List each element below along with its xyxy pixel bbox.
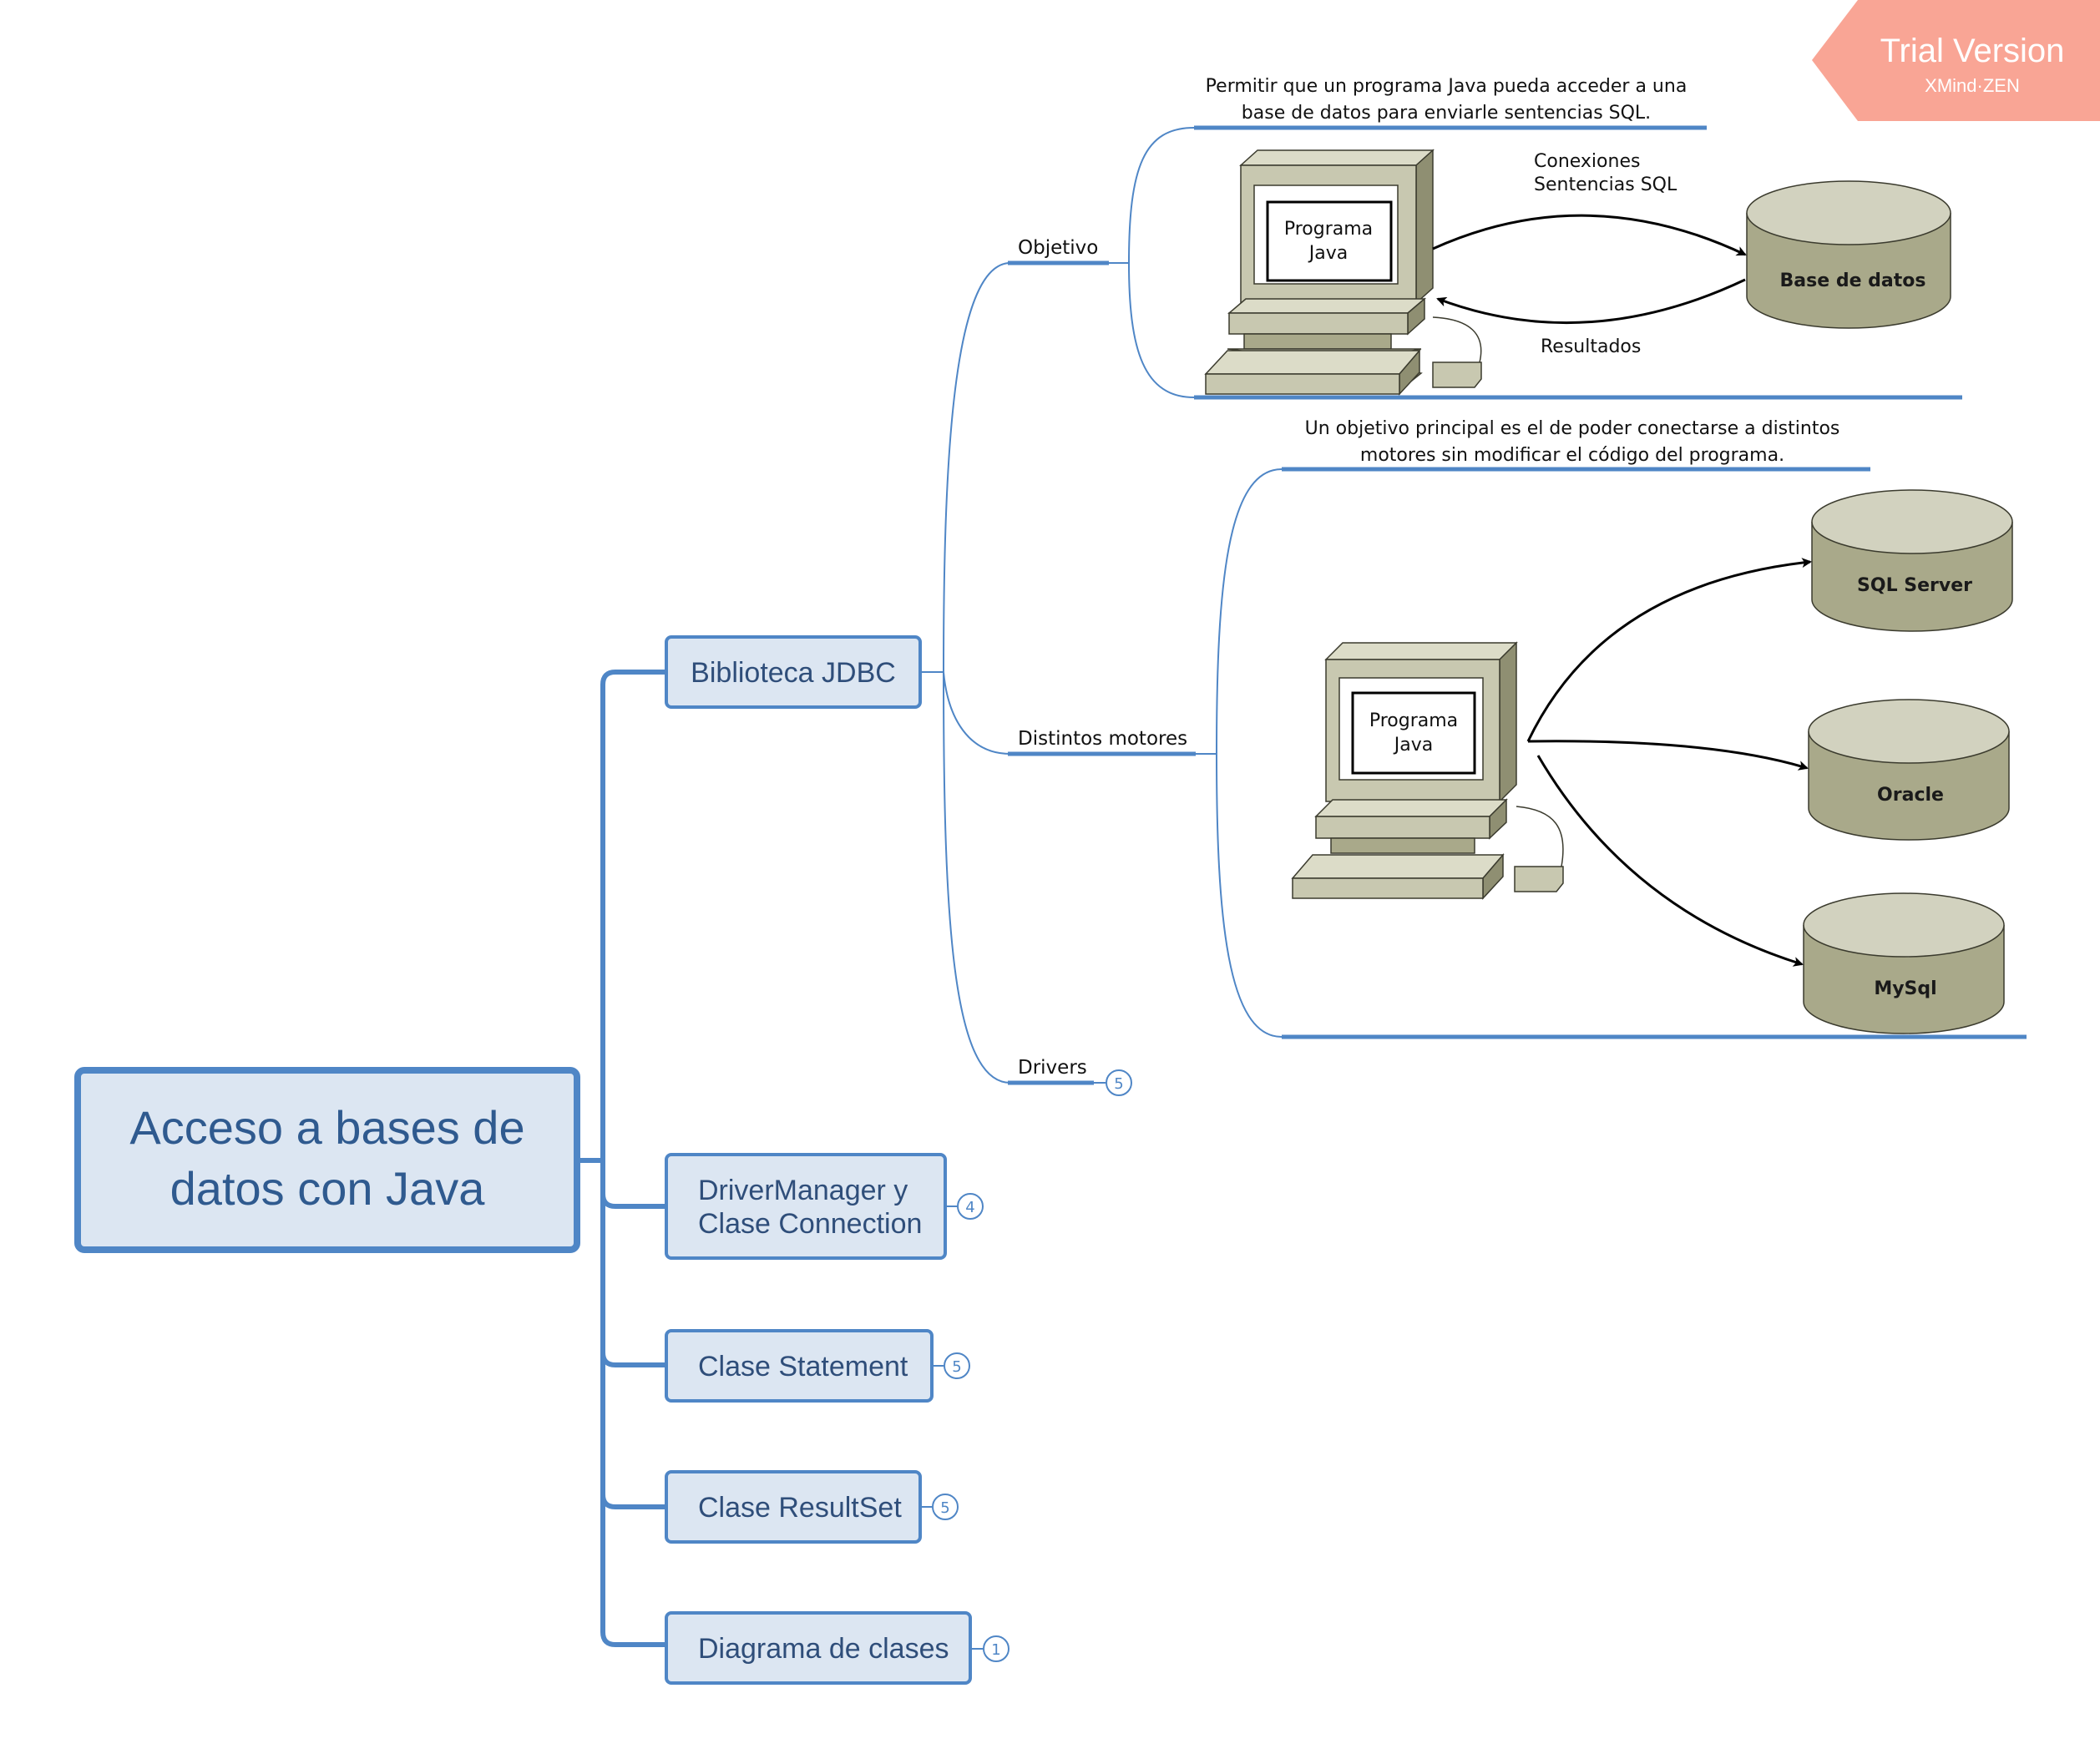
computer-label-line2: Java bbox=[1308, 243, 1348, 264]
subtopic-distintos-motores[interactable]: Distintos motores bbox=[1008, 728, 1196, 756]
arrow-response bbox=[1436, 278, 1746, 325]
root-topic[interactable]: Acceso a bases de datos con Java bbox=[74, 1067, 580, 1253]
subtopic-drivers[interactable]: Drivers bbox=[1008, 1057, 1094, 1085]
database-label: SQL Server bbox=[1857, 575, 1972, 596]
topic-label: Clase ResultSet bbox=[698, 1492, 902, 1524]
computer-icon bbox=[1291, 641, 1564, 900]
database-label: Oracle bbox=[1877, 785, 1944, 806]
database-label: MySql bbox=[1874, 978, 1936, 999]
topic-label: Clase Statement bbox=[698, 1351, 908, 1382]
database-label: Base de datos bbox=[1780, 270, 1926, 291]
collapsed-count-badge[interactable]: 4 bbox=[945, 1193, 984, 1220]
svg-text:motores sin modificar el códig: motores sin modificar el código del prog… bbox=[1360, 445, 1784, 466]
subtopic-objetivo[interactable]: Objetivo bbox=[1008, 237, 1109, 265]
subtopic-label: Objetivo bbox=[1018, 237, 1098, 259]
objetivo-note: Permitir que un programa Java pueda acce… bbox=[1194, 76, 1707, 130]
database-icon bbox=[1811, 489, 2013, 632]
topic-label: Biblioteca JDBC bbox=[691, 657, 896, 689]
motores-diagram-image: Programa Java SQL Server Oracle MySql bbox=[1282, 489, 2027, 1039]
arrow-to-oracle bbox=[1527, 740, 1809, 771]
computer-label-line2: Java bbox=[1393, 735, 1433, 756]
svg-text:4: 4 bbox=[965, 1199, 974, 1216]
topic-clase-statement[interactable]: Clase Statement bbox=[665, 1329, 934, 1403]
topic-clase-resultset[interactable]: Clase ResultSet bbox=[665, 1470, 922, 1544]
arrow-top-label-line2: Sentencias SQL bbox=[1534, 174, 1677, 195]
svg-text:5: 5 bbox=[940, 1499, 949, 1517]
arrow-to-mysql bbox=[1536, 755, 1804, 967]
subtopic-connectors bbox=[920, 262, 1011, 1084]
topic-label-line1: DriverManager y bbox=[698, 1175, 908, 1206]
topic-label: Diagrama de clases bbox=[698, 1633, 949, 1665]
database-icon bbox=[1746, 180, 1951, 329]
svg-text:base de datos para enviarle se: base de datos para enviarle sentencias S… bbox=[1242, 103, 1651, 124]
motores-note: Un objetivo principal es el de poder con… bbox=[1282, 418, 1870, 472]
collapsed-count-badge[interactable]: 5 bbox=[920, 1494, 959, 1520]
collapsed-count-badge[interactable]: 5 bbox=[932, 1352, 970, 1379]
topic-label-line2: Clase Connection bbox=[698, 1208, 922, 1240]
computer-label-line1: Programa bbox=[1284, 219, 1373, 240]
root-title-line2: datos con Java bbox=[170, 1162, 486, 1215]
subtopic-label: Distintos motores bbox=[1018, 728, 1187, 750]
database-icon bbox=[1803, 892, 2005, 1034]
topic-drivermanager[interactable]: DriverManager y Clase Connection bbox=[665, 1153, 947, 1260]
topic-diagrama-clases[interactable]: Diagrama de clases bbox=[665, 1611, 972, 1685]
trial-watermark: Trial Version XMind·ZEN bbox=[1812, 0, 2100, 121]
svg-text:5: 5 bbox=[1114, 1075, 1123, 1093]
computer-label-line1: Programa bbox=[1369, 710, 1458, 731]
svg-text:5: 5 bbox=[952, 1358, 961, 1376]
trial-title: Trial Version bbox=[1880, 33, 2065, 69]
arrow-to-sqlserver bbox=[1526, 558, 1812, 742]
svg-text:Un objetivo principal es el de: Un objetivo principal es el de poder con… bbox=[1305, 418, 1840, 439]
svg-text:1: 1 bbox=[991, 1641, 1000, 1659]
collapsed-count-badge[interactable]: 5 bbox=[1094, 1069, 1132, 1096]
motores-connectors bbox=[1196, 468, 1283, 1038]
database-icon bbox=[1808, 699, 2010, 841]
svg-text:Permitir que un programa Java: Permitir que un programa Java pueda acce… bbox=[1206, 76, 1688, 97]
arrow-request bbox=[1432, 214, 1747, 256]
objetivo-connectors bbox=[1109, 127, 1195, 398]
collapsed-count-badge[interactable]: 1 bbox=[970, 1635, 1010, 1662]
arrow-top-label-line1: Conexiones bbox=[1534, 151, 1640, 172]
root-title-line1: Acceso a bases de bbox=[129, 1101, 524, 1154]
trial-subtitle: XMind·ZEN bbox=[1925, 75, 2020, 96]
objetivo-diagram-image: Programa Java Base de datos Conexiones S… bbox=[1194, 149, 1962, 400]
arrow-bottom-label: Resultados bbox=[1541, 336, 1641, 357]
topic-biblioteca-jdbc[interactable]: Biblioteca JDBC bbox=[665, 635, 922, 709]
subtopic-label: Drivers bbox=[1018, 1057, 1087, 1079]
computer-icon bbox=[1204, 149, 1482, 396]
main-connectors bbox=[578, 670, 666, 1647]
